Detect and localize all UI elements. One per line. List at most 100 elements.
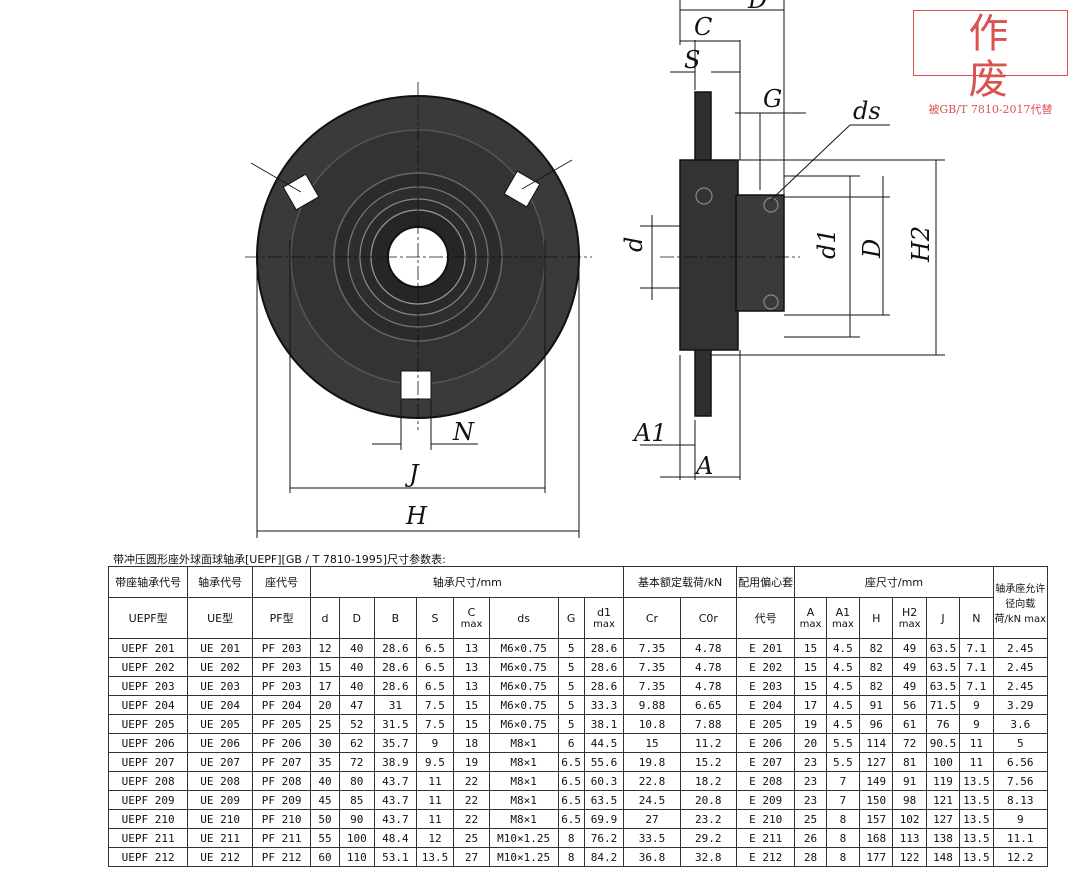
table-cell: PF 206 [251, 733, 312, 753]
table-cell: 72 [892, 733, 927, 753]
table-cell: UEPF 201 [107, 638, 189, 658]
table-cell: 11 [415, 809, 455, 829]
table-cell: UEPF 211 [107, 828, 189, 848]
table-cell: UE 209 [187, 790, 253, 810]
table-cell: 149 [859, 771, 894, 791]
dim-label-d: d [620, 237, 648, 252]
table-cell: 49 [892, 676, 927, 696]
table-cell: M6×0.75 [488, 657, 559, 677]
table-cell: 9 [959, 695, 994, 715]
dim-label-G: G [763, 85, 782, 113]
table-cell: UE 203 [187, 676, 253, 696]
sub-A-max: max [799, 619, 822, 630]
table-cell: 28.6 [583, 657, 625, 677]
dim-label-A: A [694, 452, 713, 480]
sub-D: D [338, 597, 376, 639]
table-cell: 157 [859, 809, 894, 829]
table-cell: 91 [892, 771, 927, 791]
table-cell: 38.1 [583, 714, 625, 734]
dim-label-D-top: D [747, 0, 767, 14]
table-cell: E 208 [735, 771, 796, 791]
table-cell: 13.5 [415, 847, 455, 867]
hdr-bearing: 轴承代号 [187, 566, 253, 598]
table-cell: 82 [859, 676, 894, 696]
table-cell: 32.8 [679, 847, 737, 867]
table-cell: 18.2 [679, 771, 737, 791]
table-cell: 4.5 [825, 638, 861, 658]
table-cell: 24.5 [623, 790, 681, 810]
table-cell: 20 [794, 733, 827, 753]
table-cell: 4.78 [679, 657, 737, 677]
table-cell: 7.1 [959, 638, 994, 658]
table-cell: 168 [859, 828, 894, 848]
table-cell: 7.5 [415, 714, 455, 734]
dim-label-S: S [684, 46, 700, 74]
table-cell: 23 [794, 790, 827, 810]
table-cell: UEPF 210 [107, 809, 189, 829]
hdr-load-rating: 基本额定载荷/kN [623, 566, 737, 598]
table-cell: UEPF 204 [107, 695, 189, 715]
table-cell: 12 [310, 638, 340, 658]
table-cell: 15 [794, 657, 827, 677]
table-cell: 11 [959, 752, 994, 772]
table-cell: 9.5 [415, 752, 455, 772]
table-cell: 56 [892, 695, 927, 715]
sub-A1-label: A1 [835, 606, 851, 619]
sub-uepf: UEPF型 [107, 597, 189, 639]
table-cell: 61 [892, 714, 927, 734]
dim-label-d1: d1 [813, 228, 841, 259]
table-cell: 148 [925, 847, 961, 867]
table-cell: 7.35 [623, 638, 681, 658]
table-cell: 22.8 [623, 771, 681, 791]
table-cell: PF 204 [251, 695, 312, 715]
table-cell: E 202 [735, 657, 796, 677]
hdr-radial-load: 轴承座允许径向载荷/kN max [992, 566, 1049, 639]
table-cell: 72 [338, 752, 376, 772]
table-cell: 138 [925, 828, 961, 848]
table-cell: 11.2 [679, 733, 737, 753]
dim-label-C: C [694, 13, 712, 41]
table-cell: 91 [859, 695, 894, 715]
sub-N: N [959, 597, 994, 639]
table-cell: 4.5 [825, 657, 861, 677]
table-cell: PF 210 [251, 809, 312, 829]
sub-C-max: max [460, 619, 483, 630]
hdr-bearing-dims: 轴承尺寸/mm [310, 566, 625, 598]
dim-label-ds: ds [853, 97, 881, 125]
void-stamp-note: 被GB/T 7810-2017代替 [928, 103, 1053, 116]
table-cell: 17 [794, 695, 827, 715]
table-cell: 76.2 [583, 828, 625, 848]
table-cell: 26 [794, 828, 827, 848]
table-cell: 53.1 [374, 847, 417, 867]
table-cell: 15 [453, 695, 490, 715]
table-cell: PF 203 [251, 657, 312, 677]
table-cell: 9.88 [623, 695, 681, 715]
sub-A1-max: max [831, 619, 854, 630]
table-cell: PF 209 [251, 790, 312, 810]
table-cell: M8×1 [488, 752, 559, 772]
sub-S: S [415, 597, 455, 639]
table-cell: 85 [338, 790, 376, 810]
table-cell: 60 [310, 847, 340, 867]
table-cell: 82 [859, 638, 894, 658]
side-view [660, 91, 800, 417]
table-cell: E 201 [735, 638, 796, 658]
table-cell: 29.2 [679, 828, 737, 848]
table-cell: UE 212 [187, 847, 253, 867]
front-dimensions [256, 240, 580, 538]
table-cell: 90 [338, 809, 376, 829]
table-cell: 4.78 [679, 676, 737, 696]
table-cell: UE 211 [187, 828, 253, 848]
table-cell: 47 [338, 695, 376, 715]
table-cell: M10×1.25 [488, 828, 559, 848]
table-cell: UE 206 [187, 733, 253, 753]
table-cell: UE 204 [187, 695, 253, 715]
void-stamp-main: 作 废 [968, 11, 1043, 103]
table-cell: E 203 [735, 676, 796, 696]
